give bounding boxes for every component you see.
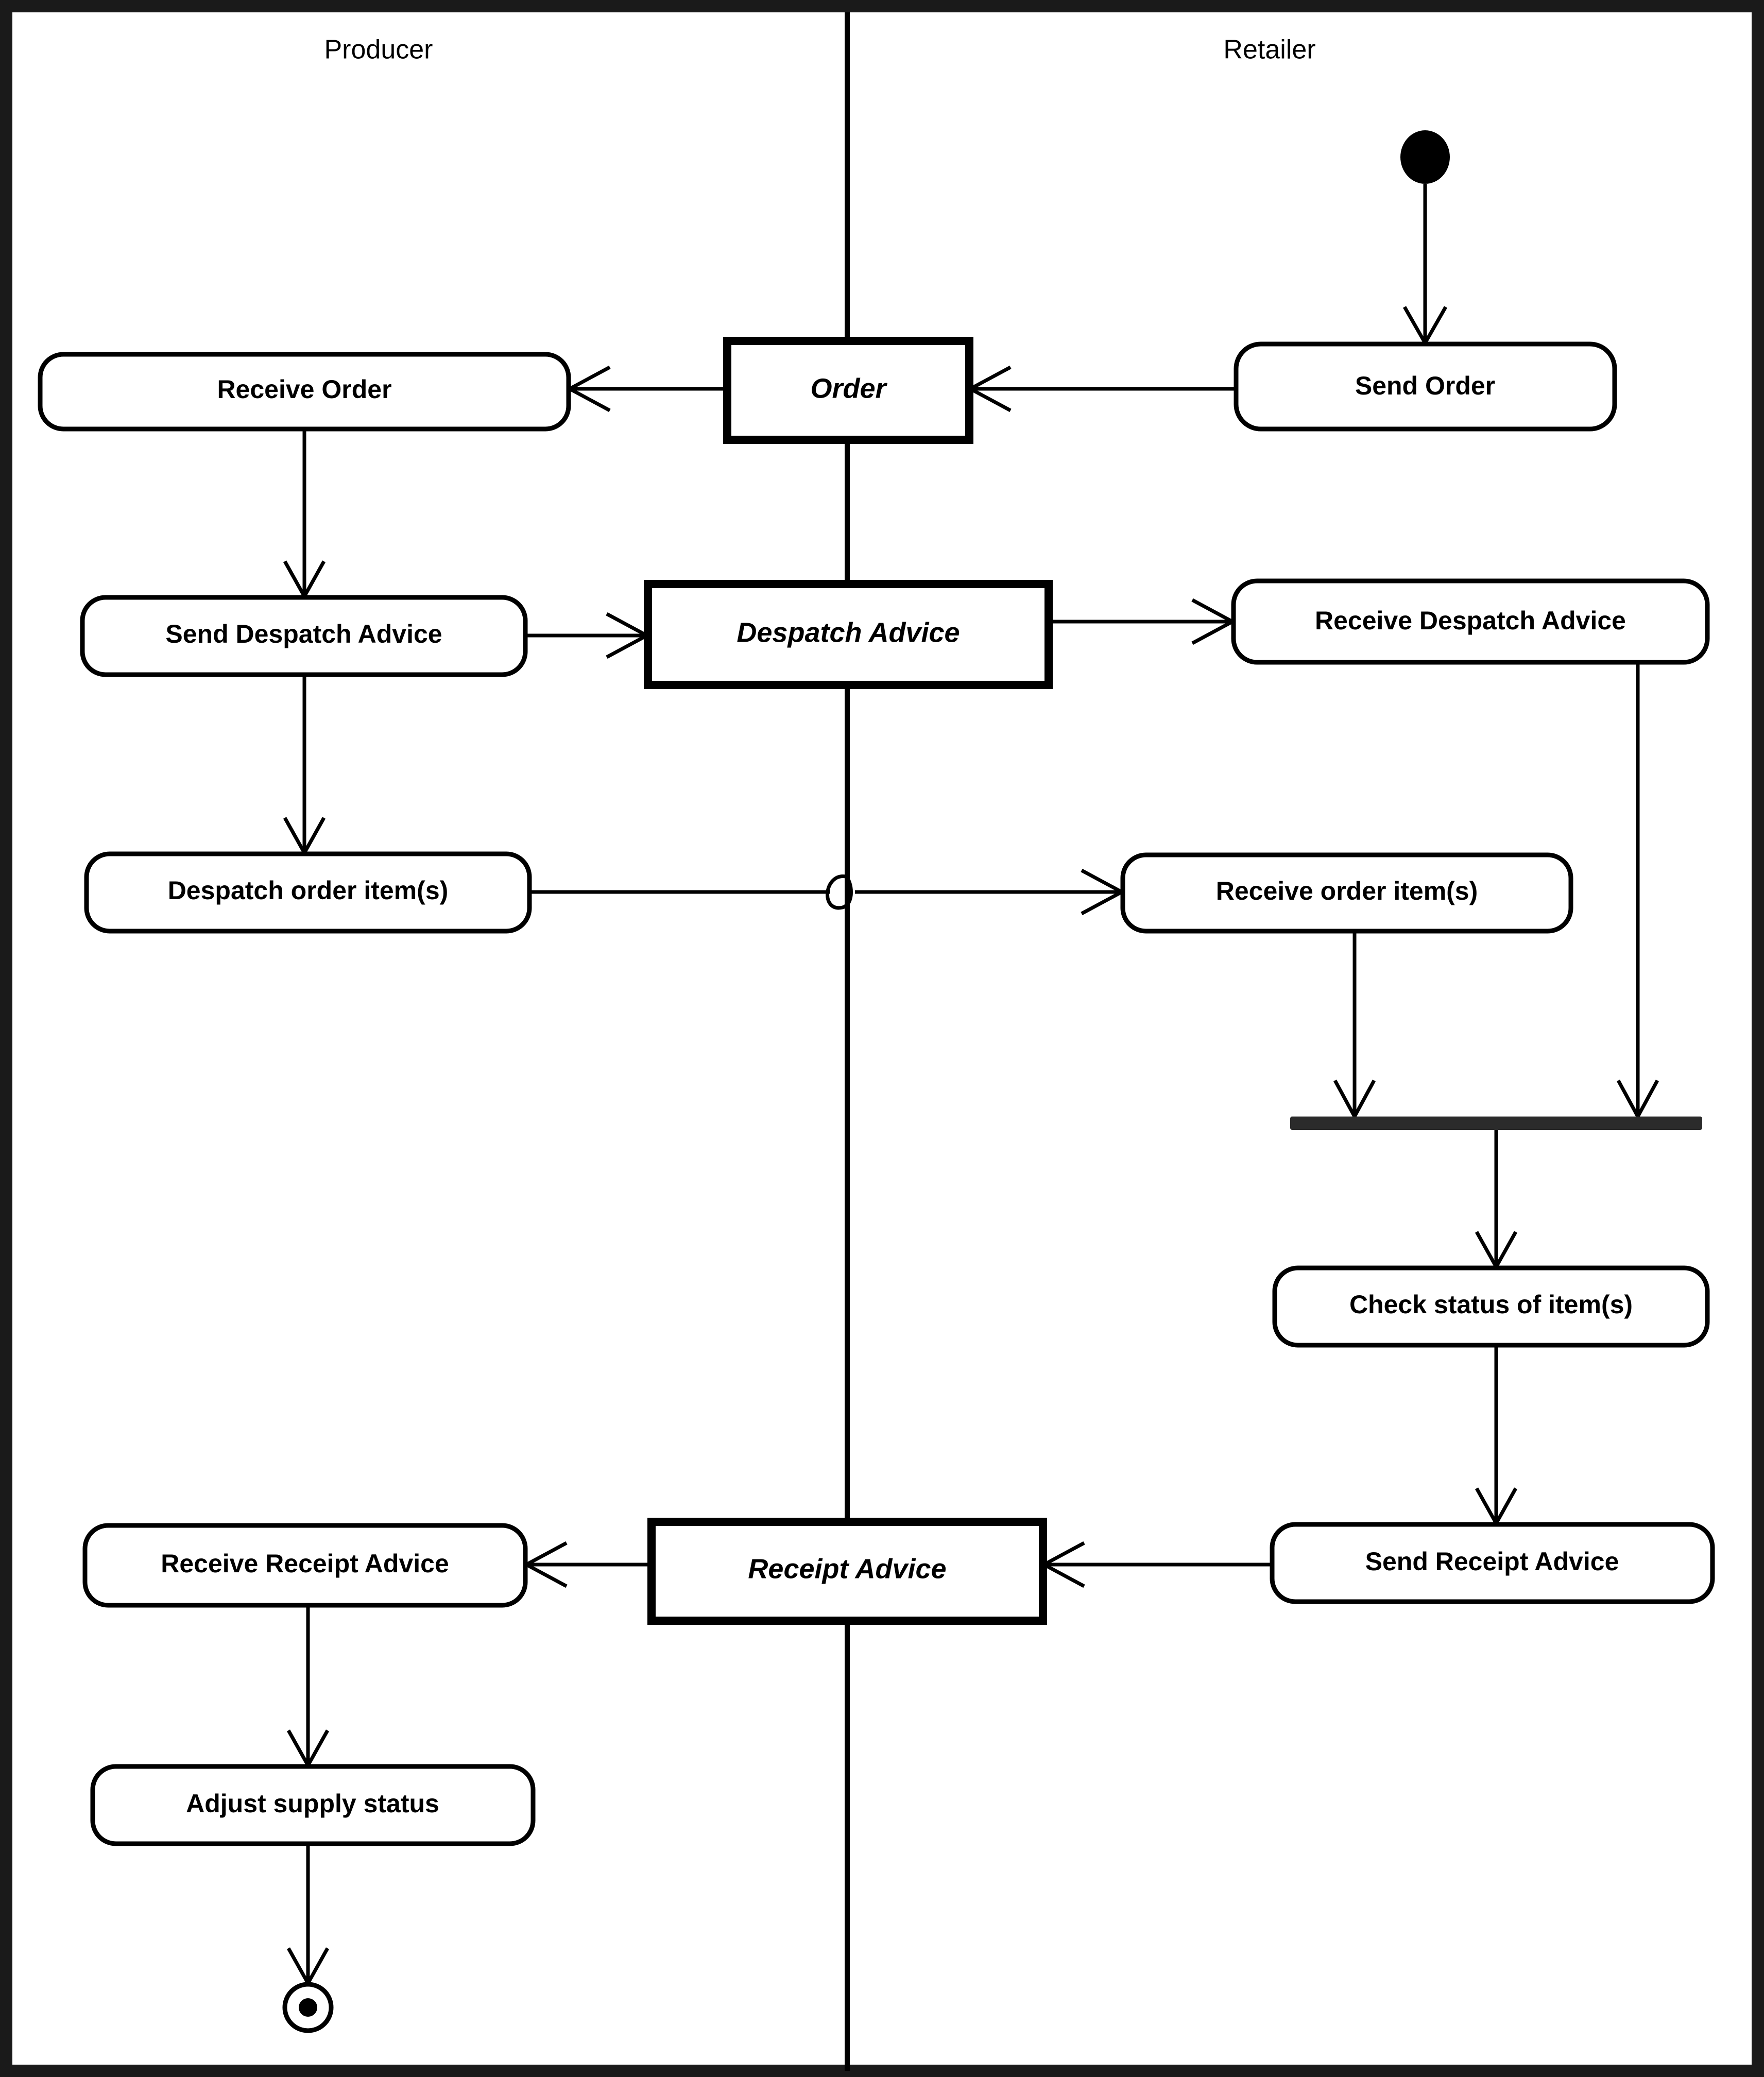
- object-node-order[interactable]: Order: [723, 337, 973, 444]
- final-node[interactable]: [282, 1982, 334, 2033]
- edge-send-order-to-order-object: [966, 365, 1236, 413]
- action-receive-receipt-advice[interactable]: Receive Receipt Advice: [82, 1523, 528, 1608]
- swimlane-header-producer: Producer: [324, 35, 433, 65]
- initial-node[interactable]: [1400, 130, 1450, 184]
- edge-receive-despatch-advice-to-join: [1616, 662, 1659, 1121]
- edge-send-despatch-advice-to-despatch-order-items: [283, 675, 326, 857]
- action-send-order[interactable]: Send Order: [1234, 341, 1617, 432]
- edge-adjust-supply-status-to-final: [286, 1844, 330, 1987]
- join-node-bar[interactable]: [1290, 1117, 1702, 1130]
- action-send-order-label: Send Order: [1355, 371, 1495, 400]
- edge-send-receipt-advice-to-object: [1040, 1541, 1272, 1588]
- edge-send-despatch-advice-to-object: [525, 612, 651, 659]
- action-adjust-supply-status-label: Adjust supply status: [186, 1789, 439, 1818]
- edge-receive-order-to-send-despatch-advice: [283, 429, 326, 600]
- action-send-receipt-advice-label: Send Receipt Advice: [1365, 1547, 1619, 1576]
- object-node-order-label: Order: [810, 373, 887, 404]
- edge-order-object-to-receive-order: [566, 365, 727, 413]
- object-node-receipt-advice-label: Receipt Advice: [748, 1553, 946, 1584]
- action-send-despatch-advice[interactable]: Send Despatch Advice: [80, 595, 528, 677]
- swimlane-header-retailer: Retailer: [1223, 35, 1315, 65]
- action-despatch-order-items[interactable]: Despatch order item(s): [84, 851, 532, 934]
- action-check-status-of-items-label: Check status of item(s): [1349, 1290, 1633, 1319]
- action-adjust-supply-status[interactable]: Adjust supply status: [90, 1764, 536, 1846]
- action-receive-order-items-label: Receive order item(s): [1216, 877, 1478, 905]
- action-receive-order-items[interactable]: Receive order item(s): [1120, 852, 1573, 934]
- object-node-receipt-advice[interactable]: Receipt Advice: [647, 1518, 1047, 1625]
- action-receive-despatch-advice-label: Receive Despatch Advice: [1315, 606, 1626, 635]
- object-node-despatch-advice[interactable]: Despatch Advice: [644, 580, 1053, 689]
- edge-check-status-to-send-receipt-advice: [1475, 1345, 1518, 1527]
- edge-despatch-order-items-to-receive-order-items: [529, 868, 1126, 916]
- action-send-receipt-advice[interactable]: Send Receipt Advice: [1270, 1522, 1715, 1604]
- action-receive-despatch-advice[interactable]: Receive Despatch Advice: [1231, 578, 1710, 665]
- action-receive-receipt-advice-label: Receive Receipt Advice: [161, 1549, 449, 1578]
- action-check-status-of-items[interactable]: Check status of item(s): [1272, 1265, 1710, 1348]
- action-receive-order-label: Receive Order: [217, 375, 391, 404]
- edge-initial-to-send-order: [1402, 184, 1448, 347]
- edge-join-to-check-status: [1475, 1130, 1518, 1271]
- edge-object-to-receive-receipt-advice: [522, 1541, 652, 1588]
- edge-object-to-receive-despatch-advice: [1049, 598, 1237, 645]
- line-hop-icon: [826, 874, 853, 910]
- object-node-despatch-advice-label: Despatch Advice: [737, 617, 960, 648]
- action-despatch-order-items-label: Despatch order item(s): [168, 876, 449, 905]
- action-send-despatch-advice-label: Send Despatch Advice: [165, 620, 442, 648]
- edge-receive-order-items-to-join: [1333, 931, 1376, 1121]
- edge-receive-receipt-advice-to-adjust-supply-status: [286, 1605, 330, 1770]
- action-receive-order[interactable]: Receive Order: [38, 352, 571, 432]
